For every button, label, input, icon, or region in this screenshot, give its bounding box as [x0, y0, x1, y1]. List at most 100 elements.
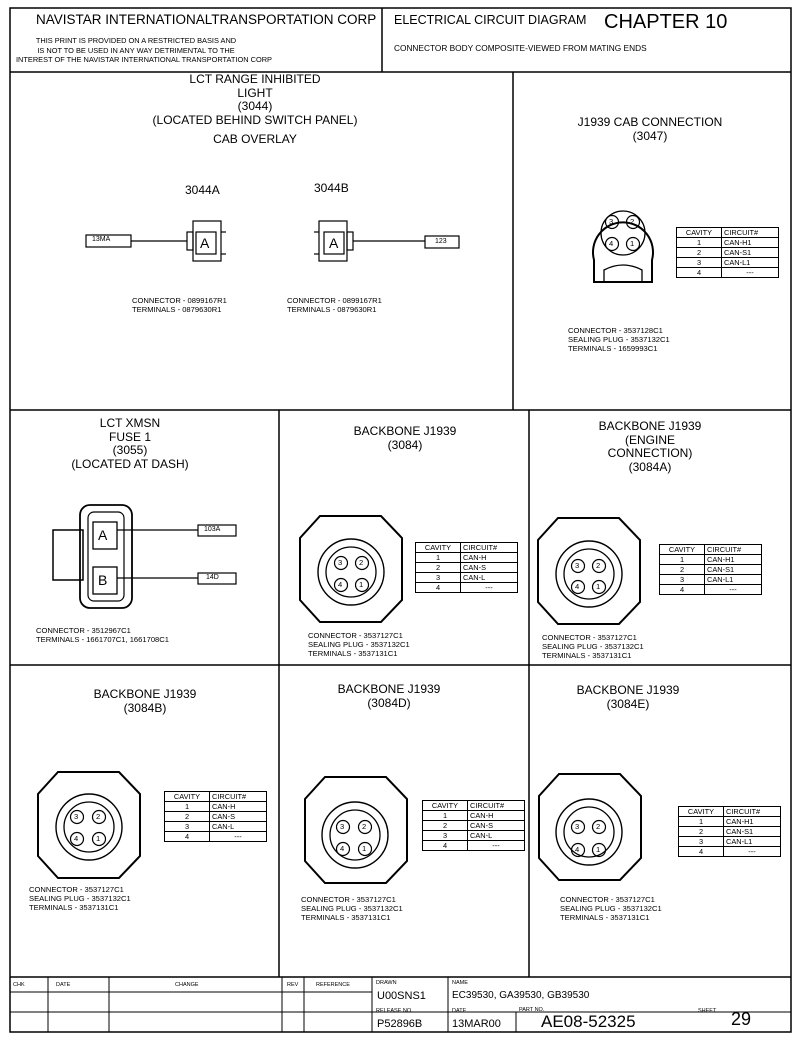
wire-label-14d: 14D — [206, 574, 219, 581]
table-cell: --- — [460, 582, 518, 593]
pin-label: A — [329, 235, 339, 251]
restriction-notice: THIS PRINT IS PROVIDED ON A RESTRICTED B… — [16, 36, 272, 65]
note-line: SEALING PLUG - 3537132C1 — [301, 903, 403, 913]
title-line: (3084B) — [123, 700, 167, 715]
title-line: BACKBONE J1939 — [93, 687, 197, 701]
title-line: (3047) — [632, 128, 668, 143]
pin-label: 1 — [596, 845, 601, 854]
note-line: CONNECTOR - 3537127C1 — [308, 631, 403, 640]
title-line: (LOCATED BEHIND SWITCH PANEL) — [152, 112, 358, 127]
note-line: CONNECTOR - 3537128C1 — [568, 326, 663, 335]
title-line: (3084E) — [606, 696, 650, 711]
panel-title-lct-range: LCT RANGE INHIBITED LIGHT (3044) (LOCATE… — [100, 72, 410, 147]
title-line: CAB OVERLAY — [213, 132, 297, 146]
pin-label: 1 — [359, 580, 364, 589]
connector-notes-3055: CONNECTOR - 3512967C1 TERMINALS - 166170… — [36, 626, 169, 645]
date-label: DATE — [452, 1008, 467, 1014]
pin-label: 4 — [74, 834, 79, 843]
pin-label: 2 — [630, 217, 635, 226]
wire-label-103a: 103A — [204, 526, 221, 533]
note-line: TERMINALS - 1659993C1 — [568, 343, 658, 353]
table-cell: --- — [704, 584, 762, 595]
title-line: LCT XMSN — [99, 416, 161, 430]
pin-label: 1 — [96, 834, 101, 843]
table-cell: --- — [467, 840, 525, 851]
table-cell: --- — [721, 267, 779, 278]
pin-label: 4 — [575, 582, 580, 591]
title-line: (3084) — [387, 437, 423, 452]
title-line: LIGHT — [237, 85, 273, 100]
title-line: LCT RANGE INHIBITED — [189, 72, 321, 86]
title-line: BACKBONE J1939 — [598, 419, 702, 433]
connector-notes-3084e: CONNECTOR - 3537127C1 SEALING PLUG - 353… — [560, 895, 662, 922]
pin-label: 2 — [359, 558, 364, 567]
panel-title-3084e: BACKBONE J1939 (3084E) — [528, 683, 728, 711]
company-name: NAVISTAR INTERNATIONALTRANSPORTATION COR… — [36, 12, 377, 27]
connector-notes-3084a: CONNECTOR - 3537127C1 SEALING PLUG - 353… — [542, 633, 644, 660]
pin-label: A — [200, 235, 210, 251]
pin-label: 2 — [596, 561, 601, 570]
chapter-title: CHAPTER 10 — [604, 11, 728, 33]
title-line: BACKBONE J1939 — [353, 424, 457, 438]
pin-label: 1 — [362, 844, 367, 853]
note-line: TERMINALS - 0879630R1 — [132, 304, 222, 314]
release-value: P52896B — [377, 1018, 423, 1030]
pin-label: 3 — [609, 217, 614, 226]
pin-label: 3 — [340, 822, 345, 831]
part-label: PART NO. — [519, 1007, 545, 1013]
panel-title-j1939-cab: J1939 CAB CONNECTION (3047) — [550, 115, 750, 143]
wire-label-123: 123 — [435, 238, 447, 245]
panel-title-3084b: BACKBONE J1939 (3084B) — [45, 687, 245, 715]
diagram-title: ELECTRICAL CIRCUIT DIAGRAM — [394, 13, 587, 27]
note-line: SEALING PLUG - 3537132C1 — [29, 893, 131, 903]
note-line: SEALING PLUG - 3537132C1 — [308, 639, 410, 649]
note-line: CONNECTOR - 3537127C1 — [542, 633, 637, 642]
pin-label: 1 — [596, 582, 601, 591]
title-line: BACKBONE J1939 — [576, 683, 680, 697]
note-line: TERMINALS - 0879630R1 — [287, 304, 377, 314]
part-number: AE08-52325 — [541, 1012, 636, 1031]
note-line: CONNECTOR - 3512967C1 — [36, 626, 131, 635]
note-line: TERMINALS - 3537131C1 — [301, 912, 391, 922]
pin-label: B — [98, 572, 108, 588]
table-cell: --- — [209, 831, 267, 842]
table-cell: 4 — [678, 846, 724, 857]
title-line: CONNECTION) — [607, 446, 693, 460]
col-label-change: CHANGE — [175, 982, 199, 988]
note-line: CONNECTOR - 3537127C1 — [29, 885, 124, 894]
pin-label: A — [98, 527, 108, 543]
pin-label: 3 — [575, 822, 580, 831]
col-label-chk: CHK — [13, 982, 25, 988]
connector-notes-3084: CONNECTOR - 3537127C1 SEALING PLUG - 353… — [308, 631, 410, 658]
col-label-date: DATE — [56, 982, 71, 988]
title-line: BACKBONE J1939 — [337, 682, 441, 696]
table-header: CIRCUIT# — [723, 806, 781, 817]
title-line: (3084A) — [628, 459, 672, 474]
title-line: (3055) — [112, 443, 148, 457]
panel-title-3084d: BACKBONE J1939 (3084D) — [289, 682, 489, 710]
note-line: SEALING PLUG - 3537132C1 — [542, 641, 644, 651]
note-line: CONNECTOR - 3537127C1 — [301, 895, 396, 904]
sheet-number: 29 — [731, 1009, 752, 1029]
title-line: J1939 CAB CONNECTION — [577, 115, 723, 129]
table-header: CAVITY — [678, 806, 724, 817]
drawn-value: U00SNS1 — [377, 990, 426, 1002]
table-cell: CAN-S1 — [723, 826, 781, 837]
pin-label: 2 — [596, 822, 601, 831]
pin-label: 2 — [96, 812, 101, 821]
connector-notes-3084b: CONNECTOR - 3537127C1 SEALING PLUG - 353… — [29, 885, 131, 912]
pin-label: 3 — [575, 561, 580, 570]
note-line: CONNECTOR - 3537127C1 — [560, 895, 655, 904]
panel-title-3084a: BACKBONE J1939 (ENGINE CONNECTION) (3084… — [550, 419, 750, 474]
connector-label-3044b: 3044B — [314, 181, 349, 195]
table-cell: CAN-H1 — [723, 816, 781, 827]
note-line: CONNECTOR - 0899167R1 — [287, 296, 382, 305]
